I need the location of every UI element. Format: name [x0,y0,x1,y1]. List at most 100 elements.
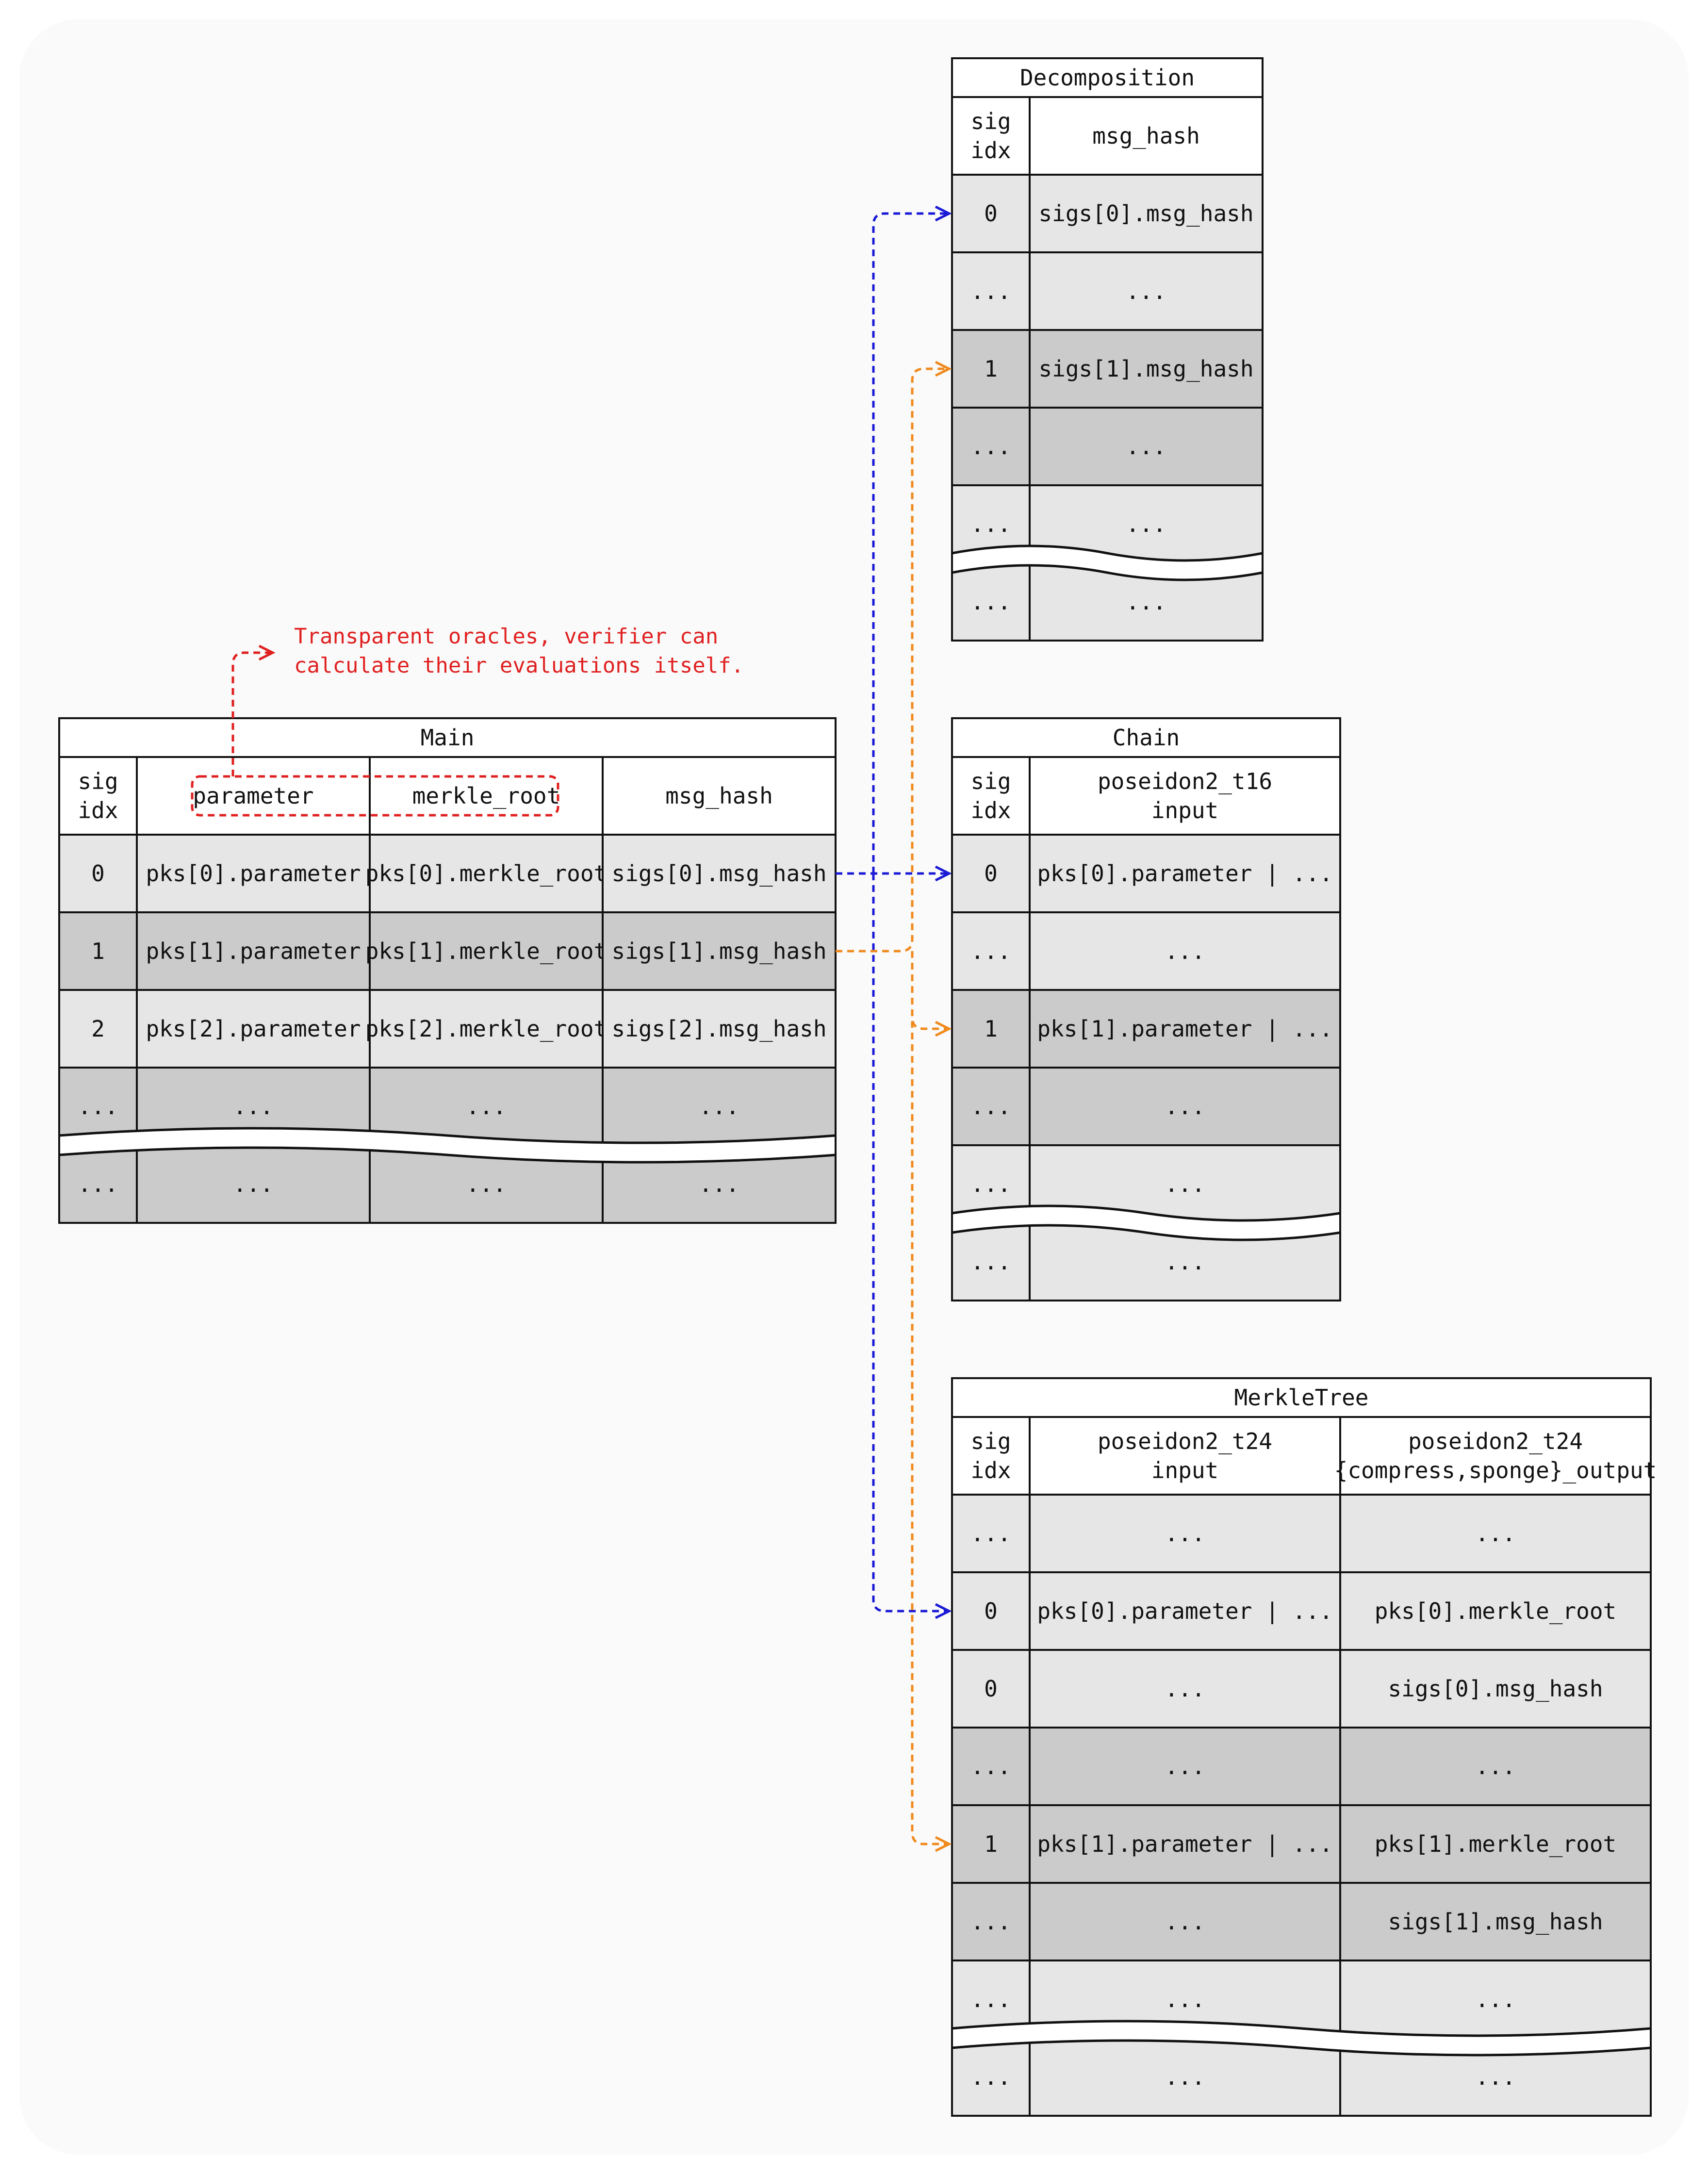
column-header: msg_hash [1092,123,1200,149]
table-cell-text: ... [970,1171,1011,1197]
arrow-blue-to-merkletree [872,873,949,1613]
arrow-head-orange-merkletree [935,1836,952,1852]
table-title-band [951,57,1264,98]
table-cell-text: ... [1126,278,1166,304]
table-cell-text: ... [970,1520,1011,1547]
table-cell-text: ... [699,1171,739,1197]
table-cell-text: sigs[0].msg_hash [1388,1676,1603,1702]
table-cell [1339,1494,1652,1573]
table-cell-text: ... [78,1171,118,1197]
header-cell [951,1416,1031,1496]
table-cell-text: ... [970,938,1011,964]
table-cell [951,989,1031,1069]
table-cell [951,1571,1031,1651]
table-cell [951,1804,1031,1884]
table-cell-text: ... [970,1986,1011,2012]
table-cell-text: ... [970,511,1011,537]
table-cell-text: ... [1165,1249,1205,1275]
column-header: idx [970,1457,1011,1483]
table-cell [58,989,138,1069]
table-cell-text: ... [970,1093,1011,1120]
table-cell-text: pks[1].parameter [146,938,361,964]
arrow-head-blue-merkletree [935,1603,952,1619]
column-header: idx [970,797,1011,823]
table-cell [951,1222,1031,1301]
table-cell [1029,834,1341,913]
table-cell-text: ... [233,1093,273,1120]
table-cell-text: pks[1].parameter | ... [1037,1831,1332,1858]
table-cell [951,174,1031,253]
annotation-arrow [231,651,272,776]
annotation-layer: Transparent oracles, verifier can calcul… [191,624,744,817]
table-cell-text: ... [78,1093,118,1120]
table-cell-text: pks[1].parameter | ... [1037,1016,1332,1042]
table-cell [1029,407,1264,486]
header-cell [951,756,1031,836]
table-cell [1339,1804,1652,1884]
table-cell-text: 1 [984,356,998,382]
table-cell-text: ... [970,1753,1011,1779]
annotation-line-2: calculate their evaluations itself. [294,653,744,678]
table-cell-text: ... [1475,1520,1515,1547]
table-cell [1029,1804,1341,1884]
table-cell [951,1067,1031,1146]
table-cell-text: 0 [91,860,105,887]
column-header: {compress,sponge}_output [1334,1457,1657,1483]
table-cell-text: ... [970,1249,1011,1275]
table-cell [136,989,371,1069]
arrow-blue-to-decomposition [872,212,949,873]
table-cell-text: 0 [984,1598,998,1624]
table-cell [369,834,604,913]
row-break-line-bottom [952,1224,1341,1241]
column-header: parameter [193,783,313,809]
column-header: sig [970,768,1011,794]
table-cell-text: ... [1165,1520,1205,1547]
column-header: poseidon2_t24 [1098,1428,1272,1454]
column-header: sig [970,108,1011,134]
table-cell-text: pks[0].parameter | ... [1037,860,1332,887]
table-cell [1029,1727,1341,1806]
table-cell-text: ... [1126,511,1166,537]
table-cell-text: 2 [91,1016,105,1042]
table-cell-text: 0 [984,200,998,227]
table-cell [58,1144,138,1224]
row-break-line-bottom [952,564,1263,581]
row-break-line-bottom [952,2039,1651,2057]
table-cell [1029,1571,1341,1651]
arrow-orange-to-merkletree [911,951,949,1845]
table-cell [58,911,138,991]
table-cell-text: sigs[0].msg_hash [1038,200,1253,227]
oracle-highlight-box [191,775,559,817]
table-cell [602,1067,837,1146]
table-cell-text: ... [1165,1093,1205,1120]
header-cell [951,96,1031,176]
header-cell [136,756,371,836]
column-header: sig [970,1428,1011,1454]
table-cell-text: 0 [984,860,998,887]
table-cell-text: pks[1].merkle_root [1375,1831,1617,1857]
table-cell [369,911,604,991]
row-break-band [952,546,1263,580]
table-cell-text: ... [1165,1986,1205,2012]
table-cell-text: ... [1165,1171,1205,1197]
table-cell-text: ... [970,2064,1011,2090]
row-break-band [952,2021,1651,2055]
table-cell-text: ... [970,1909,1011,1935]
column-header: poseidon2_t16 [1098,768,1272,794]
table-cell-text: pks[0].merkle_root [1375,1598,1617,1624]
column-header: poseidon2_t24 [1408,1428,1583,1454]
table-cell-text: 1 [984,1831,998,1857]
arrow-orange-to-chain [911,951,949,1030]
table-cell-text: 1 [91,938,105,964]
table-cell [369,989,604,1069]
row-break-band [59,1128,836,1162]
table-cell [951,1727,1031,1806]
table-cell-text: ... [1126,589,1166,615]
table-cell-text: pks[0].parameter | ... [1037,1598,1332,1625]
column-header: idx [78,797,118,823]
table-cell-text: 0 [984,1676,998,1702]
table-title: Decomposition [1020,65,1195,91]
